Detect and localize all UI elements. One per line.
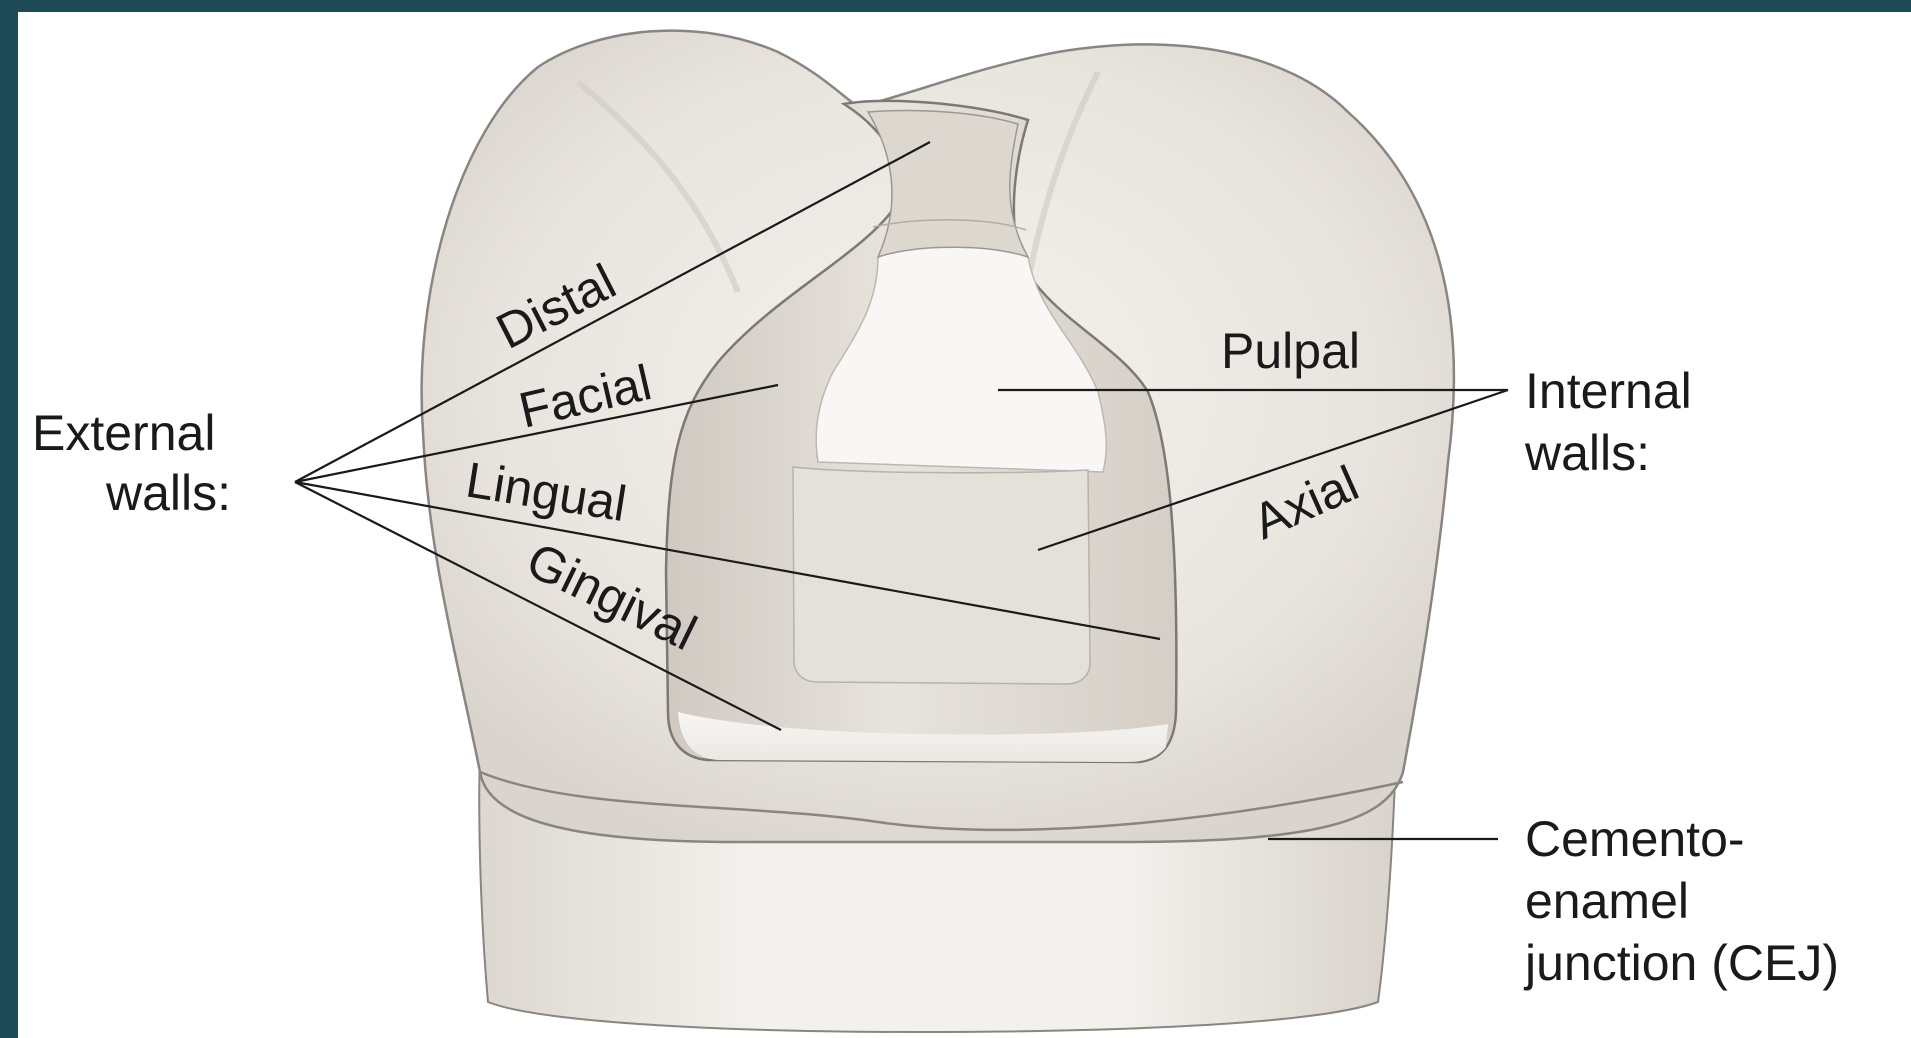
label-external-walls-1: External (32, 405, 215, 461)
label-cej-2: enamel (1525, 873, 1689, 929)
tooth-preparation-diagram: External walls: Distal Facial Lingual Gi… (18, 12, 1911, 1038)
label-cej-3: junction (CEJ) (1523, 935, 1839, 991)
figure-frame: External walls: Distal Facial Lingual Gi… (18, 12, 1911, 1038)
label-external-walls-2: walls: (105, 465, 231, 521)
label-internal-walls-2: walls: (1524, 425, 1650, 481)
label-pulpal: Pulpal (1221, 323, 1360, 379)
label-internal-walls-1: Internal (1525, 363, 1692, 419)
label-cej-1: Cemento- (1525, 811, 1745, 867)
